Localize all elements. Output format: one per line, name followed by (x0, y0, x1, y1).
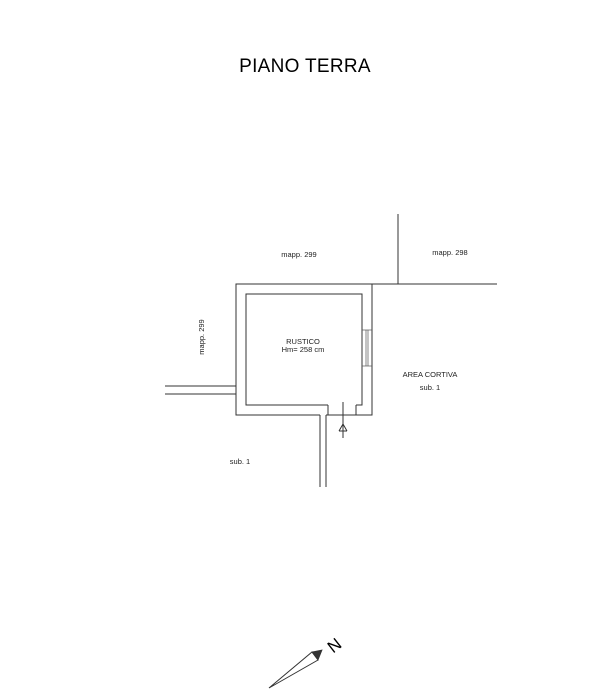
bottom-passage (319, 415, 327, 487)
north-arrow-icon: N (268, 634, 345, 689)
entrance-arrow-icon (338, 402, 348, 438)
property-boundaries (372, 214, 497, 285)
label-mapp-299-top: mapp. 299 (281, 250, 316, 259)
room-name: RUSTICO (286, 337, 320, 346)
room-walls (235, 283, 373, 416)
label-sub-1-left: sub. 1 (230, 457, 250, 466)
label-mapp-299-left: mapp. 299 (197, 319, 206, 354)
page-title: PIANO TERRA (239, 56, 371, 77)
north-letter: N (324, 634, 345, 657)
left-passage (165, 385, 236, 395)
label-area-cortiva: AREA CORTIVA (403, 370, 458, 379)
room-height: Hm= 258 cm (282, 345, 325, 354)
label-mapp-298: mapp. 298 (432, 248, 467, 257)
label-sub-1-right: sub. 1 (420, 383, 440, 392)
